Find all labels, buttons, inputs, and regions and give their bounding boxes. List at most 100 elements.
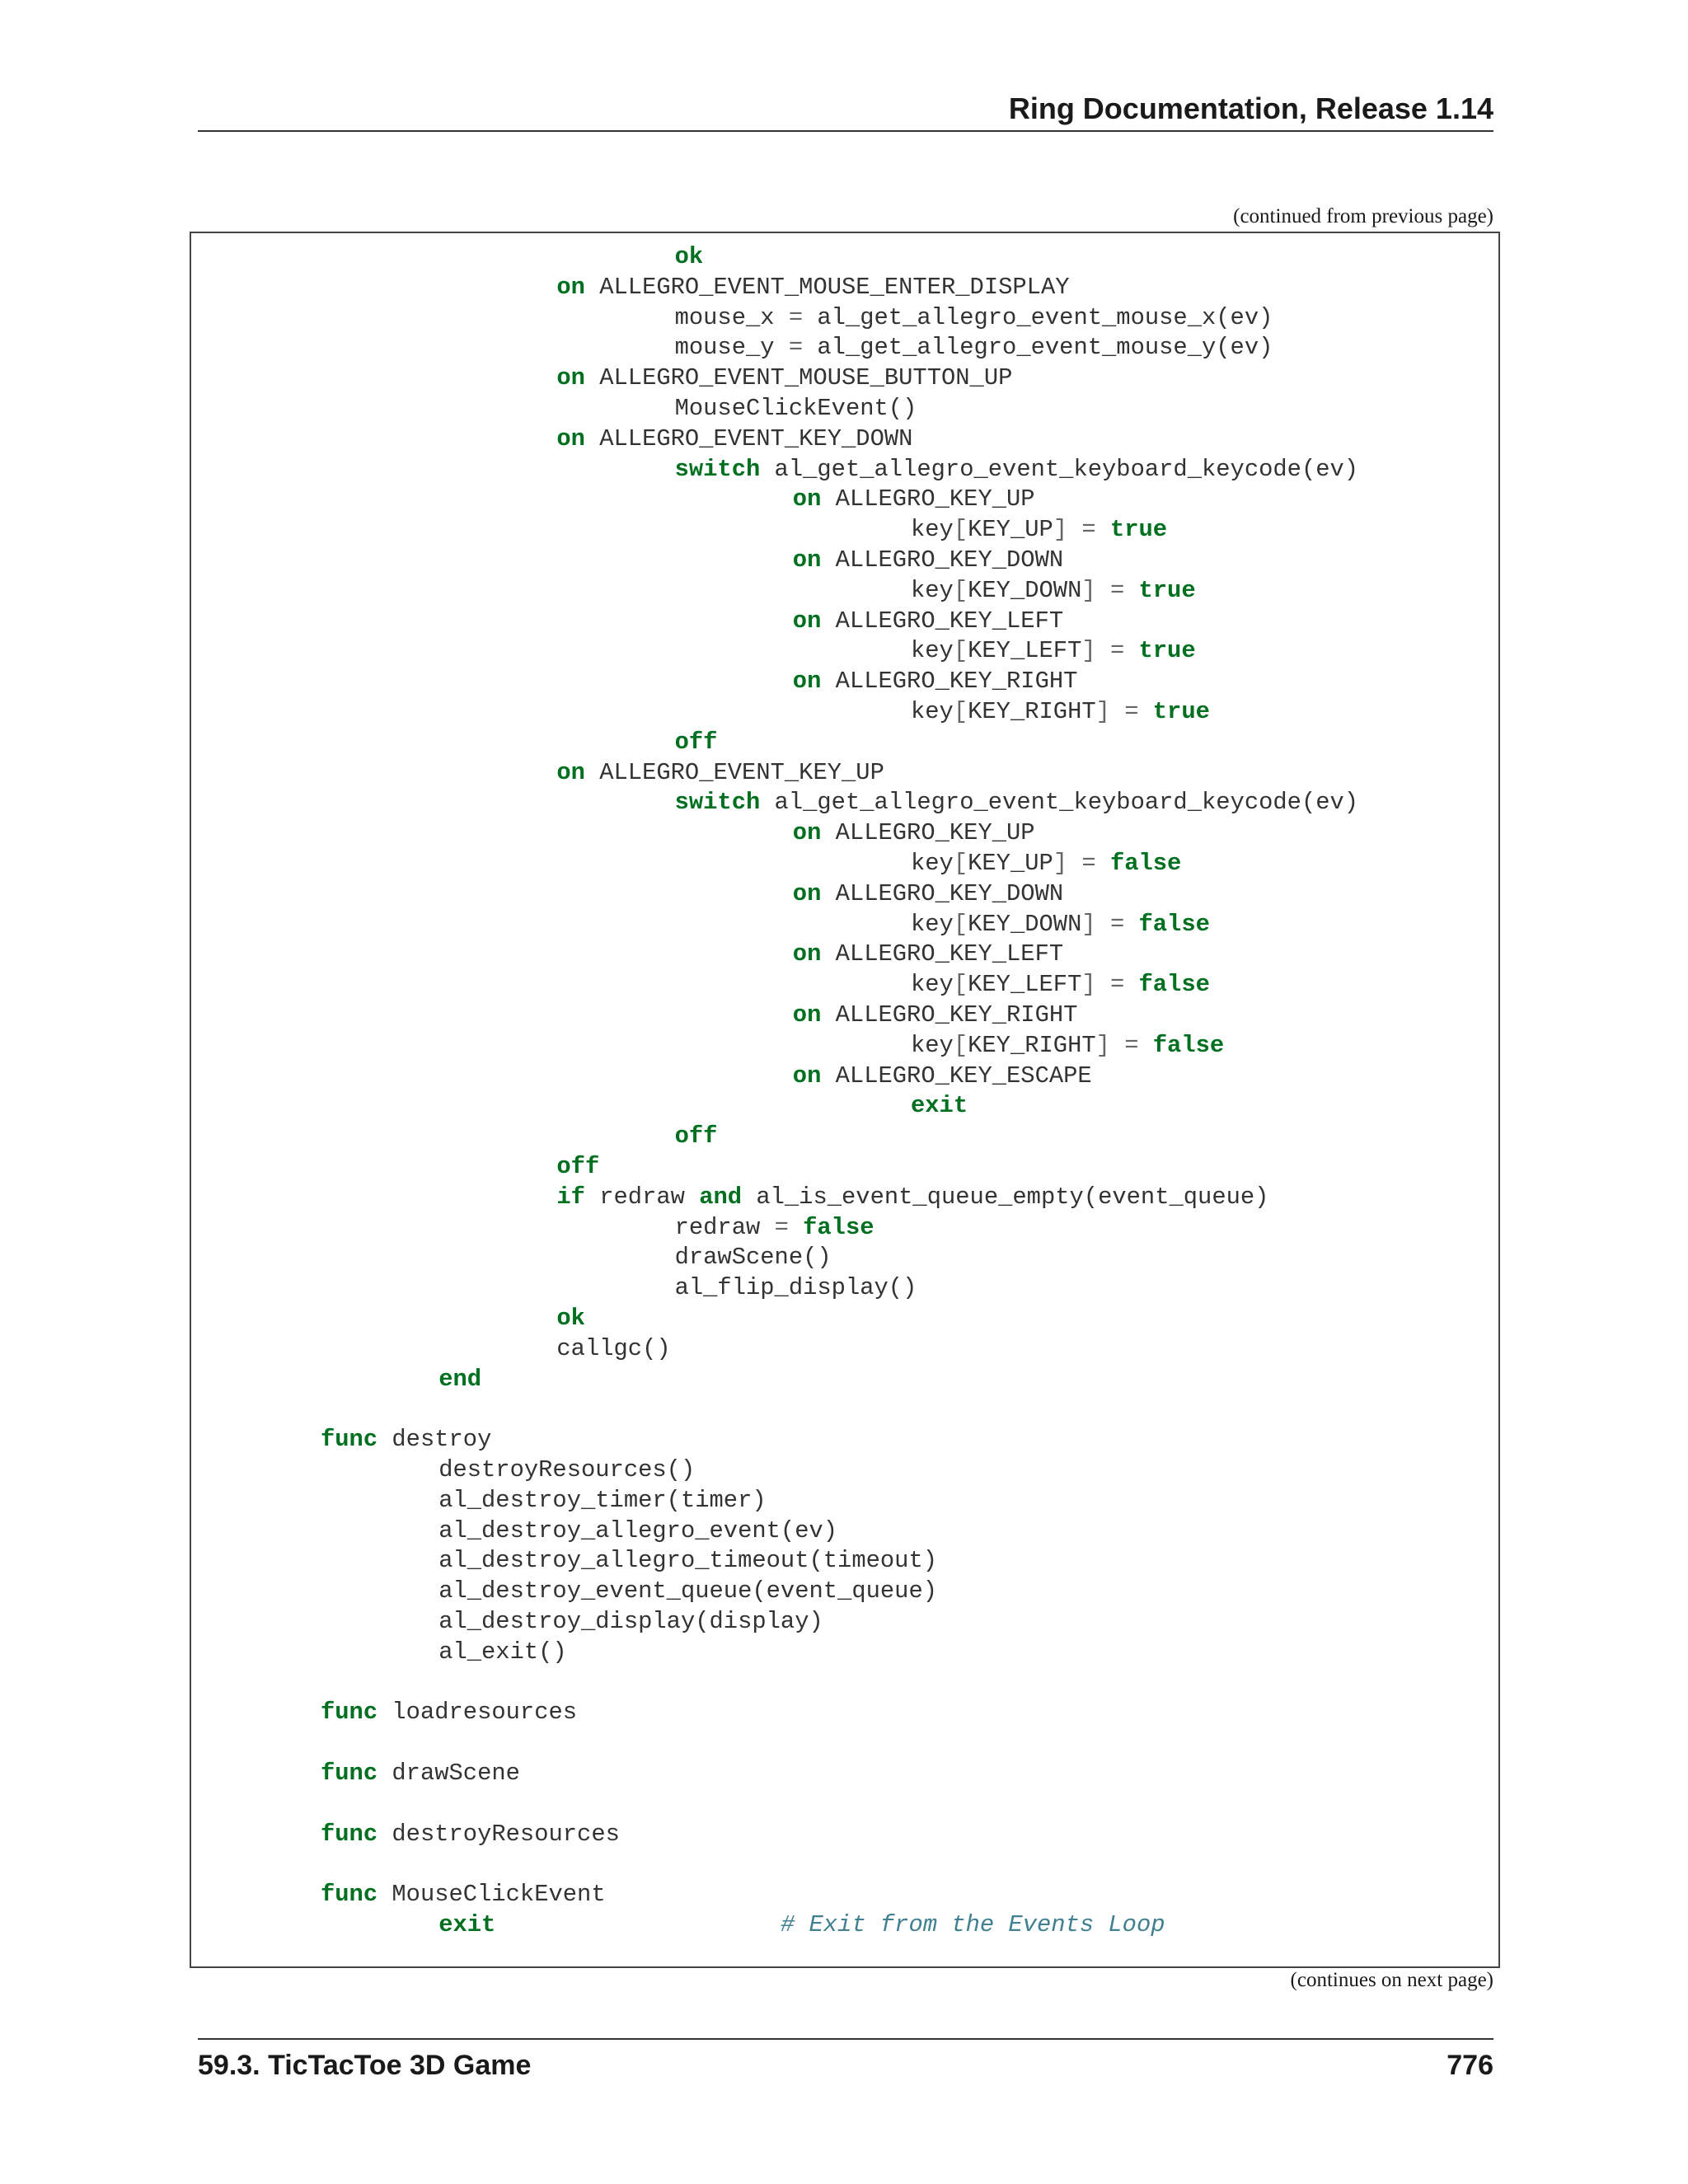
code-keyword: on [556, 424, 585, 452]
code-line: exit [911, 1091, 968, 1122]
code-line: func drawScene [321, 1759, 520, 1789]
code-keyword: on [792, 879, 822, 907]
code-line: MouseClickEvent() [675, 394, 917, 424]
code-token [1139, 698, 1153, 725]
code-line: on ALLEGRO_KEY_LEFT [793, 607, 1063, 637]
code-token: destroyResources [377, 1820, 620, 1848]
code-line: key[KEY_DOWN] = false [911, 910, 1210, 940]
code-line: key[KEY_UP] = true [911, 515, 1167, 546]
code-line: func destroy [321, 1425, 491, 1455]
code-token: ] [1095, 698, 1110, 725]
page-header-title: Ring Documentation, Release 1.14 [1008, 91, 1493, 125]
code-token [789, 1214, 803, 1241]
code-line: on ALLEGRO_KEY_LEFT [793, 940, 1063, 970]
code-line: redraw = false [675, 1213, 874, 1244]
code-keyword: switch [674, 789, 761, 817]
code-keyword: on [792, 819, 822, 847]
code-line: drawScene() [675, 1243, 832, 1273]
code-token: al_destroy_display(display) [438, 1608, 823, 1635]
code-line: al_destroy_allegro_timeout(timeout) [438, 1546, 937, 1577]
code-token: key [911, 910, 954, 938]
code-token [1139, 1032, 1153, 1059]
code-keyword: exit [911, 1092, 968, 1120]
code-token: ALLEGRO_EVENT_MOUSE_ENTER_DISPLAY [584, 273, 1070, 301]
code-token: ALLEGRO_KEY_LEFT [821, 940, 1064, 968]
code-token: key [911, 576, 954, 604]
code-line: callgc() [556, 1334, 670, 1365]
code-keyword: false [1138, 971, 1210, 999]
code-token: KEY_DOWN [968, 576, 1082, 604]
code-token: al_get_allegro_event_keyboard_keycode(ev… [760, 789, 1359, 817]
code-keyword: off [674, 1122, 718, 1151]
code-token: [ [953, 698, 968, 725]
code-token: KEY_RIGHT [968, 698, 1096, 725]
code-token [1124, 637, 1138, 664]
code-line: on ALLEGRO_EVENT_KEY_DOWN [556, 424, 912, 455]
code-token: ALLEGRO_EVENT_KEY_UP [584, 758, 884, 786]
code-token: al_destroy_allegro_timeout(timeout) [438, 1547, 938, 1575]
code-keyword: off [556, 1153, 600, 1180]
code-keyword: on [556, 758, 585, 786]
code-token: KEY_UP [968, 516, 1053, 544]
code-token: ] [1081, 971, 1096, 999]
code-line: func loadresources [321, 1698, 577, 1728]
code-token: = [1109, 910, 1125, 938]
code-token: = [1081, 516, 1096, 544]
code-token: key [911, 637, 954, 665]
code-token: = [1124, 1031, 1139, 1059]
code-token: KEY_RIGHT [968, 1031, 1096, 1059]
code-token: al_destroy_event_queue(event_queue) [438, 1577, 938, 1605]
code-keyword: on [792, 485, 822, 513]
code-token [1124, 971, 1138, 998]
code-line: key[KEY_DOWN] = true [911, 576, 1196, 607]
code-keyword: true [1152, 698, 1210, 725]
code-token: = [788, 303, 804, 331]
code-token [1096, 971, 1110, 998]
code-token: key [911, 1031, 954, 1059]
code-keyword: switch [674, 455, 761, 483]
code-token: al_destroy_timer(timer) [438, 1486, 767, 1514]
code-line: key[KEY_RIGHT] = false [911, 1031, 1224, 1062]
code-keyword: func [321, 1820, 378, 1848]
code-line: on ALLEGRO_EVENT_MOUSE_ENTER_DISPLAY [556, 273, 1069, 303]
code-token: ] [1053, 516, 1068, 544]
code-line: exit # Exit from the Events Loop [438, 1910, 1165, 1941]
code-line: switch al_get_allegro_event_keyboard_key… [675, 455, 1359, 485]
code-keyword: on [792, 546, 822, 574]
code-token: al_get_allegro_event_mouse_x(ev) [803, 303, 1273, 331]
code-line: if redraw and al_is_event_queue_empty(ev… [556, 1183, 1268, 1213]
code-line: key[KEY_UP] = false [911, 849, 1181, 879]
code-keyword: off [674, 728, 718, 756]
code-line: al_destroy_timer(timer) [438, 1486, 766, 1516]
code-token: redraw [584, 1183, 700, 1211]
continues-on-next-note: (continues on next page) [1290, 1969, 1493, 1991]
code-token: ALLEGRO_KEY_UP [821, 819, 1035, 847]
footer-page-number: 776 [1447, 2050, 1493, 2081]
code-line: on ALLEGRO_EVENT_KEY_UP [556, 758, 884, 789]
code-token: = [1124, 698, 1139, 725]
code-line: al_destroy_event_queue(event_queue) [438, 1577, 937, 1607]
code-token: redraw [674, 1213, 775, 1241]
code-token [1110, 1032, 1124, 1059]
code-keyword: ok [556, 1305, 585, 1332]
code-token [1096, 577, 1110, 604]
code-token: ALLEGRO_KEY_LEFT [821, 607, 1064, 635]
code-token: al_flip_display() [674, 1274, 917, 1302]
code-token: ] [1081, 637, 1096, 665]
code-token: loadresources [377, 1699, 578, 1727]
code-token: ] [1053, 850, 1068, 877]
code-token [1124, 577, 1138, 604]
footer-divider [198, 2038, 1493, 2040]
code-keyword: end [438, 1365, 482, 1393]
code-line: al_exit() [438, 1638, 567, 1668]
code-line: off [675, 728, 718, 758]
code-line: end [438, 1365, 481, 1395]
code-token: [ [953, 850, 968, 877]
code-keyword: false [1138, 910, 1210, 938]
code-line: on ALLEGRO_EVENT_MOUSE_BUTTON_UP [556, 363, 1012, 394]
code-token: ALLEGRO_EVENT_KEY_DOWN [584, 424, 913, 452]
code-keyword: on [792, 607, 822, 635]
code-keyword: on [556, 364, 585, 392]
code-token: ALLEGRO_EVENT_MOUSE_BUTTON_UP [584, 364, 1013, 392]
code-line: on ALLEGRO_KEY_ESCAPE [793, 1062, 1092, 1092]
